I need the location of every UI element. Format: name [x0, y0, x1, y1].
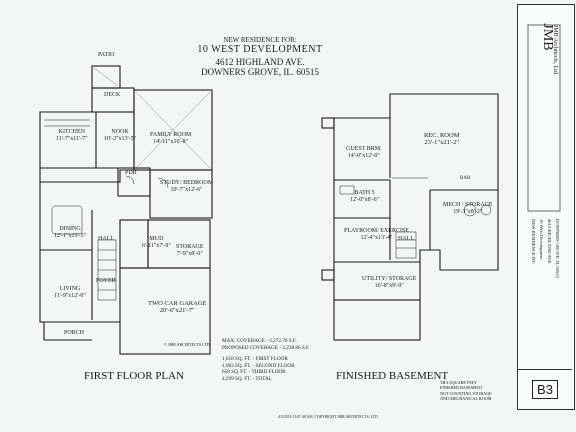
- room-porch: PORCH: [64, 330, 85, 336]
- basement-title: FINISHED BASEMENT: [336, 370, 449, 382]
- room-storage: STORAGE 7'-9"x8'-0": [176, 244, 204, 257]
- address-street: 4612 HIGHLAND AVE.: [215, 57, 305, 67]
- room-foyer: FOYER: [96, 278, 116, 284]
- sheet-number: B3: [532, 379, 558, 399]
- footer-stamp: 4/3/2018 11:07:48 AM, COPYRIGHT JMB ARCH…: [278, 415, 379, 419]
- project-line-2: 10 West Development: [539, 219, 544, 260]
- room-dining: DINING 12'-1"x13'-5": [54, 226, 87, 239]
- basement-note: TBA SQUARE FEET FINISHED BASEMENT NOT CO…: [440, 380, 492, 401]
- project-line-1: NEW RESIDENCE BY:: [531, 219, 536, 265]
- room-pdr: PDR: [125, 170, 137, 176]
- first-floor-walls: [39, 65, 213, 355]
- header-line-1: NEW RESIDENCE FOR:: [223, 36, 297, 44]
- room-guest: GUEST BRM. 14'-0"x12'-0": [346, 146, 382, 159]
- room-rec: REC. ROOM 23'-1"x21'-2": [424, 132, 460, 147]
- first-floor-title: FIRST FLOOR PLAN: [84, 370, 185, 382]
- project-name: 10 WEST DEVELOPMENT: [197, 44, 323, 55]
- room-mech: MECH / STORAGE 19'-3"x8'-2": [443, 202, 493, 215]
- firm-name: JMB Architects, Ltd.: [552, 25, 558, 76]
- area-summary: 1,658 SQ. FT. - FIRST FLOOR 1,983 SQ. FT…: [222, 356, 295, 382]
- basement-details: [339, 177, 492, 259]
- first-floor-details: [44, 67, 211, 301]
- title-block: JMB JMB Architects, Ltd. NEW RESIDENCE B…: [517, 4, 575, 410]
- room-hall: HALL: [98, 236, 114, 242]
- room-bar: BAR: [460, 176, 471, 181]
- room-basement-hall: HALL: [398, 236, 414, 242]
- room-kitchen: KITCHEN 11'-7"x11'-7": [56, 129, 88, 142]
- room-nook: NOOK 10'-2"x13'-5": [104, 129, 137, 142]
- basement-walls: [321, 93, 499, 341]
- room-mud: MUD 6'-11"x7'-9": [142, 236, 171, 249]
- room-living: LIVING 11'-9"x12'-0": [54, 286, 86, 299]
- project-line-4: DOWNERS GROVE, IL 60515: [555, 219, 560, 278]
- room-playroom: PLAYROOM/ EXERCISE 12'-4"x13'-4": [344, 228, 409, 241]
- project-line-3: 4612 HIGHLAND AVE.: [547, 219, 552, 265]
- room-deck: DECK: [104, 92, 121, 98]
- firm-logo: JMB: [527, 23, 561, 212]
- sheet-number-box: B3: [518, 369, 572, 408]
- address-city: DOWNERS GROVE, IL. 60515: [201, 67, 319, 77]
- svg-text:JMB: JMB: [540, 23, 555, 50]
- room-garage: TWO CAR GARAGE 20'-6"x21'-7": [148, 300, 207, 315]
- coverage-summary: MAX. COVERAGE - 2,272.76 S.F. PROPOSED C…: [222, 338, 310, 351]
- room-family: FAMILY ROOM 14'-11"x16'-8": [150, 132, 192, 145]
- first-floor-copyright: © JMB ARCHITECTS LTD.: [164, 342, 211, 347]
- room-patio: PATIO: [98, 52, 115, 58]
- room-utility: UTILITY/ STORAGE 16'-8"x9'-9": [362, 276, 417, 289]
- room-study: STUDY/ BEDROOM 10'-7"x12'-6": [160, 180, 214, 193]
- room-bath5: BATH 5 12'-0"x8'-6": [350, 190, 380, 203]
